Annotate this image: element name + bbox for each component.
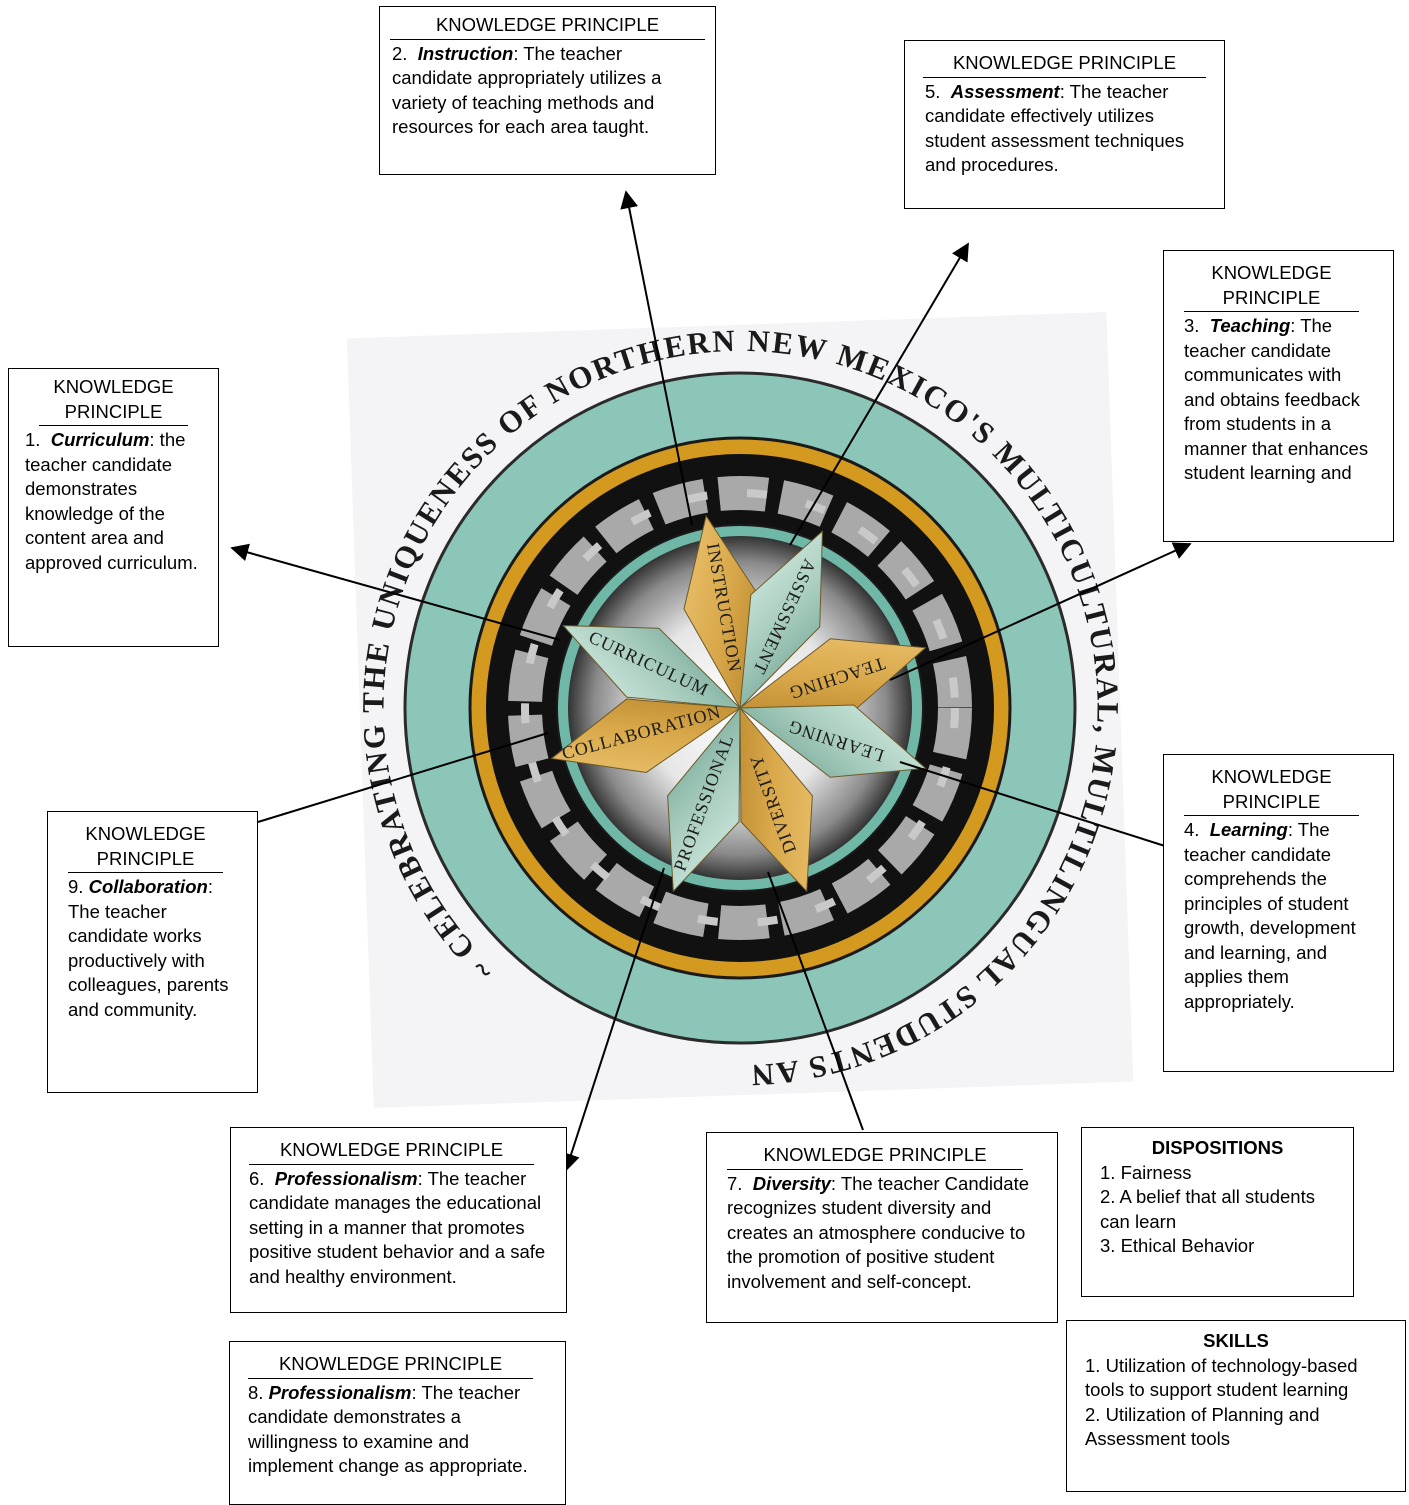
petal-shape bbox=[667, 706, 741, 893]
principle-7-text: 7. Diversity: The teacher Candidate reco… bbox=[727, 1172, 1030, 1292]
principle-8-text: 8. Professionalism: The teacher candidat… bbox=[248, 1381, 528, 1477]
principle-2-box: KNOWLEDGE PRINCIPLE 2. Instruction: The … bbox=[379, 6, 716, 175]
principle-6-header: KNOWLEDGE PRINCIPLE bbox=[249, 1138, 534, 1165]
principle-5-header: KNOWLEDGE PRINCIPLE bbox=[923, 51, 1206, 78]
principle-8-term: Professionalism bbox=[268, 1381, 412, 1403]
principle-1-term: Curriculum bbox=[50, 429, 150, 450]
principle-3-term: Teaching bbox=[1209, 315, 1291, 336]
skills-box: SKILLS 1. Utilization of technology-base… bbox=[1066, 1320, 1406, 1492]
dispositions-item: 2. A belief that all students can learn bbox=[1100, 1186, 1315, 1232]
petal-shape bbox=[550, 698, 742, 773]
principle-4-header: KNOWLEDGE PRINCIPLE bbox=[1184, 765, 1359, 816]
dispositions-item: 1. Fairness bbox=[1100, 1161, 1192, 1183]
principle-2-text: 2. Instruction: The teacher candidate ap… bbox=[392, 42, 662, 138]
principle-7-header: KNOWLEDGE PRINCIPLE bbox=[727, 1143, 1023, 1170]
principle-3-text: 3. Teaching: The teacher candidate commu… bbox=[1184, 315, 1369, 483]
skills-title: SKILLS bbox=[1203, 1330, 1269, 1351]
principle-3-header: KNOWLEDGE PRINCIPLE bbox=[1184, 261, 1359, 312]
principle-2-header: KNOWLEDGE PRINCIPLE bbox=[390, 13, 705, 40]
serpent-scales bbox=[521, 489, 959, 927]
principle-9-term: Collaboration bbox=[88, 876, 208, 897]
principle-5-box: KNOWLEDGE PRINCIPLE 5. Assessment: The t… bbox=[904, 40, 1225, 209]
skills-item: 2. Utilization of Planning and Assessmen… bbox=[1085, 1403, 1320, 1450]
principle-9-text: 9. Collaboration: The teacher candidate … bbox=[68, 876, 229, 1020]
skills-item: 1. Utilization of technology-based tools… bbox=[1085, 1354, 1358, 1401]
principle-6-box: KNOWLEDGE PRINCIPLE 6. Professionalism: … bbox=[230, 1127, 567, 1313]
principle-1-header: KNOWLEDGE PRINCIPLE bbox=[39, 375, 188, 426]
principle-1-text: 1. Curriculum: the teacher candidate dem… bbox=[25, 429, 198, 573]
dispositions-box: DISPOSITIONS 1. Fairness 2. A belief tha… bbox=[1081, 1127, 1354, 1297]
petal-shape bbox=[562, 625, 742, 709]
principle-4-text: 4. Learning: The teacher candidate compr… bbox=[1184, 819, 1356, 1012]
principle-8-box: KNOWLEDGE PRINCIPLE 8. Professionalism: … bbox=[229, 1341, 566, 1505]
dispositions-item: 3. Ethical Behavior bbox=[1100, 1235, 1255, 1256]
principle-3-box: KNOWLEDGE PRINCIPLE 3. Teaching: The tea… bbox=[1163, 250, 1394, 542]
principle-4-term: Learning bbox=[1209, 819, 1288, 840]
principle-5-text: 5. Assessment: The teacher candidate eff… bbox=[925, 80, 1185, 176]
principle-6-text: 6. Professionalism: The teacher candidat… bbox=[249, 1167, 546, 1287]
principle-7-box: KNOWLEDGE PRINCIPLE 7. Diversity: The te… bbox=[706, 1132, 1058, 1323]
principle-5-term: Assessment bbox=[950, 80, 1060, 102]
principle-7-term: Diversity bbox=[752, 1172, 831, 1194]
principle-9-header: KNOWLEDGE PRINCIPLE bbox=[68, 822, 223, 873]
dispositions-title: DISPOSITIONS bbox=[1151, 1137, 1284, 1158]
principle-8-header: KNOWLEDGE PRINCIPLE bbox=[248, 1352, 533, 1379]
principle-4-box: KNOWLEDGE PRINCIPLE 4. Learning: The tea… bbox=[1163, 754, 1394, 1072]
principle-1-box: KNOWLEDGE PRINCIPLE 1. Curriculum: the t… bbox=[8, 368, 219, 647]
principle-2-term: Instruction bbox=[417, 42, 514, 64]
principle-9-box: KNOWLEDGE PRINCIPLE 9. Collaboration: Th… bbox=[47, 811, 258, 1093]
principle-6-term: Professionalism bbox=[274, 1167, 418, 1189]
